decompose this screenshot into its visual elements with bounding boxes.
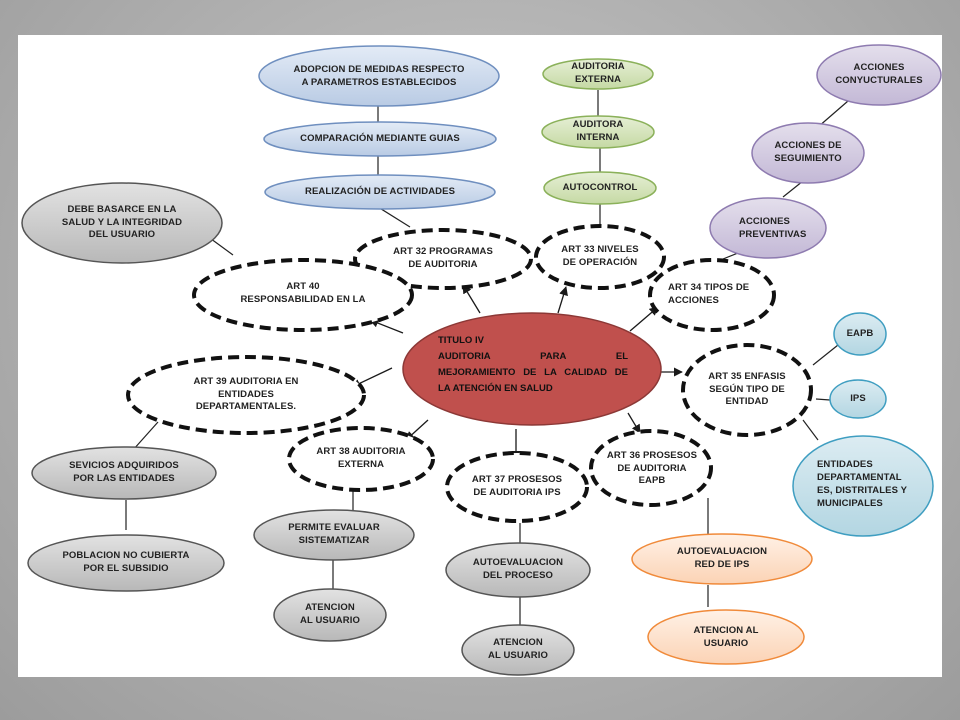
arrow-art32 — [462, 284, 481, 314]
text-preventivas: ACCIONES PREVENTIVAS — [739, 216, 807, 240]
node-art32 — [353, 228, 533, 290]
node-autocontrol — [543, 171, 657, 205]
central-title: TITULO IV AUDITORIA PARA EL MEJORAMIENTO… — [438, 333, 628, 405]
text-debe: DEBE BASARCE EN LA SALUD Y LA INTEGRIDAD… — [61, 203, 183, 241]
text-art34: ART 34 TIPOS DE ACCIONES — [668, 282, 750, 306]
concept-map — [21, 44, 942, 676]
text-art39: ART 39 AUDITORIA EN ENTIDADES DEPARTAMEN… — [193, 375, 299, 413]
text-art33: ART 33 NIVELES DE OPERACIÓN — [561, 244, 639, 268]
arrow-art33 — [557, 286, 568, 314]
text-art35: ART 35 ENFASIS SEGÚN TIPO DE ENTIDAD — [708, 370, 786, 408]
text-servicios: SEVICIOS ADQUIRIDOS POR LAS ENTIDADES — [69, 460, 179, 484]
node-autoevaluacion-red — [631, 533, 813, 585]
text-autocontrol: AUTOCONTROL — [562, 181, 638, 193]
node-eapb — [833, 312, 887, 356]
text-coyunturales: ACCIONES CONYUCTURALES — [835, 62, 923, 86]
node-autoevaluacion-proceso — [445, 542, 591, 598]
text-autoevaluacion-red: AUTOEVALUACION RED DE IPS — [676, 546, 768, 570]
node-art39 — [126, 355, 366, 435]
node-externa — [542, 58, 654, 90]
node-art40 — [192, 258, 414, 332]
arrow-art34 — [629, 306, 659, 332]
text-entidades: ENTIDADES DEPARTAMENTAL ES, DISTRITALES … — [817, 459, 908, 509]
connector-art35-ips — [815, 398, 831, 401]
connector-art35-eapb — [812, 344, 839, 366]
central-title-line-1: TITULO IV — [438, 335, 484, 346]
node-center — [402, 312, 662, 426]
connector-art35-entidades — [802, 419, 819, 441]
text-adopcion: ADOPCION DE MEDIDAS RESPECTO A PARAMETRO… — [293, 64, 465, 88]
node-atencion-38 — [273, 588, 387, 642]
text-realizacion: REALIZACIÓN DE ACTIVIDADES — [304, 185, 456, 197]
node-art37 — [445, 451, 589, 523]
text-atencion-36: ATENCION AL USUARIO — [693, 625, 759, 649]
node-seguimiento — [751, 122, 865, 184]
text-autoevaluacion-proceso: AUTOEVALUACION DEL PROCESO — [472, 557, 564, 581]
node-art34 — [648, 258, 776, 332]
node-coyunturales — [816, 44, 942, 106]
text-art32: ART 32 PROGRAMAS DE AUDITORIA — [393, 246, 493, 270]
node-entidades — [792, 435, 934, 537]
node-ips — [829, 379, 887, 419]
central-title-line-3: MEJORAMIENTO DE LA CALIDAD DE — [438, 367, 628, 379]
node-debe — [21, 182, 223, 264]
node-atencion-37 — [461, 624, 575, 676]
text-ips: IPS — [850, 392, 866, 404]
text-art37: ART 37 PROSESOS DE AUDITORIA IPS — [471, 474, 563, 498]
central-title-line-4: LA ATENCIÓN EN SALUD — [438, 383, 553, 395]
node-interna — [541, 115, 655, 149]
text-eapb: EAPB — [846, 327, 874, 339]
text-externa: AUDITORIA EXTERNA — [571, 61, 625, 85]
article-nodes — [126, 224, 813, 523]
central-title-line-2: AUDITORIA PARA EL — [438, 351, 628, 363]
text-art40: ART 40 RESPONSABILIDAD EN LA — [240, 281, 366, 305]
text-comparacion: COMPARACIÓN MEDIANTE GUIAS — [300, 132, 460, 144]
node-poblacion — [27, 534, 225, 592]
connector-coyunturales-seguimiento — [817, 100, 849, 128]
text-interna: AUDITORA INTERNA — [572, 119, 624, 143]
connectors — [125, 90, 849, 625]
node-art33 — [534, 224, 666, 290]
node-preventivas — [709, 197, 827, 259]
node-art35 — [681, 343, 813, 437]
text-permite: PERMITE EVALUAR SISTEMATIZAR — [288, 522, 380, 546]
text-art36: ART 36 PROSESOS DE AUDITORIA EAPB — [606, 449, 698, 487]
slide: ADOPCION DE MEDIDAS RESPECTO A PARAMETRO… — [18, 35, 942, 677]
connector-art39-servicios — [132, 421, 159, 451]
text-art38: ART 38 AUDITORIA EXTERNA — [316, 446, 406, 470]
arrow-art40 — [369, 318, 404, 334]
connector-realizacion-art32 — [377, 206, 411, 228]
text-atencion-37: ATENCION AL USUARIO — [488, 637, 548, 661]
node-comparacion — [263, 121, 497, 157]
text-seguimiento: ACCIONES DE SEGUIMIENTO — [774, 140, 842, 164]
text-poblacion: POBLACION NO CUBIERTA POR EL SUBSIDIO — [62, 550, 190, 574]
text-atencion-38: ATENCION AL USUARIO — [300, 602, 360, 626]
node-art38 — [287, 426, 435, 492]
node-art36 — [589, 429, 713, 507]
arrow-art36 — [627, 412, 641, 434]
node-realizacion — [264, 174, 496, 210]
node-adopcion — [258, 45, 500, 107]
node-atencion-36 — [647, 609, 805, 665]
node-permite — [253, 509, 415, 561]
node-servicios — [31, 446, 217, 500]
